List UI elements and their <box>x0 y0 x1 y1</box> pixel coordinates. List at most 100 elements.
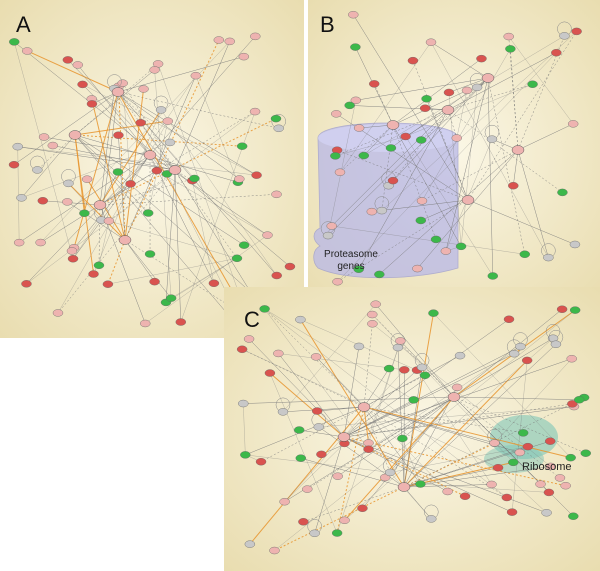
network-node <box>353 342 365 351</box>
network-edge <box>368 340 401 444</box>
network-node <box>527 80 538 88</box>
network-edge <box>21 142 171 199</box>
network-edge <box>278 353 405 371</box>
network-edge <box>243 403 246 455</box>
network-node <box>273 124 284 133</box>
network-edge <box>122 83 131 184</box>
network-edge <box>349 105 449 111</box>
network-edge <box>456 90 468 139</box>
network-node <box>81 175 93 183</box>
network-edge <box>331 225 525 255</box>
network-node <box>367 310 378 319</box>
network-node <box>311 407 323 415</box>
network-node <box>22 47 33 55</box>
network-node <box>385 144 397 152</box>
network-node <box>535 480 546 488</box>
network-edge <box>68 183 126 241</box>
network-node <box>66 247 78 255</box>
network-edge <box>37 134 76 171</box>
network-node <box>236 142 248 150</box>
network-node <box>353 124 365 132</box>
network-edge <box>343 436 566 487</box>
network-node <box>571 27 582 36</box>
network-edge <box>99 118 277 206</box>
network-edge <box>157 63 248 317</box>
network-node <box>234 175 245 183</box>
network-node <box>521 356 533 365</box>
network-edge <box>122 83 176 171</box>
network-edge <box>21 134 76 198</box>
network-edge <box>124 88 145 241</box>
hub-node <box>68 130 82 140</box>
network-edge <box>108 169 176 222</box>
network-node <box>443 88 455 97</box>
network-node <box>135 119 146 127</box>
network-edge <box>392 124 462 247</box>
network-edge <box>57 169 176 314</box>
network-node <box>567 120 579 128</box>
network-node <box>486 480 497 489</box>
ribosome-label: Ribosome <box>522 461 572 473</box>
network-node <box>501 493 513 502</box>
network-edge <box>72 154 151 259</box>
network-node <box>313 423 324 431</box>
network-node <box>350 96 362 105</box>
proteasome-cylinder-top <box>318 124 458 152</box>
network-edge <box>355 77 489 101</box>
network-node <box>554 474 566 482</box>
network-node <box>454 351 466 360</box>
network-node <box>505 45 516 53</box>
network-edge <box>315 356 365 408</box>
network-node <box>262 231 273 239</box>
network-edge <box>117 91 279 129</box>
network-node <box>231 254 243 263</box>
network-node <box>238 399 249 408</box>
network-edge <box>160 109 277 276</box>
network-node <box>47 141 59 150</box>
network-edge <box>445 77 489 252</box>
network-node <box>142 209 154 217</box>
network-node <box>358 151 369 160</box>
network-node <box>399 366 410 374</box>
network-node <box>353 265 364 273</box>
network-edge <box>335 136 406 157</box>
network-edge <box>343 346 521 438</box>
network-edge <box>118 86 126 241</box>
network-node <box>9 38 20 46</box>
network-edge <box>358 109 449 270</box>
network-node <box>331 529 343 537</box>
network-node <box>326 222 337 230</box>
network-node <box>21 280 32 288</box>
network-edge <box>510 48 519 151</box>
network-edge <box>447 109 457 139</box>
network-node <box>408 396 419 404</box>
network-node <box>568 512 579 520</box>
network-node <box>295 454 306 462</box>
network-node <box>574 396 585 404</box>
network-edge <box>269 372 338 534</box>
network-node <box>164 138 176 147</box>
network-node <box>442 487 453 496</box>
network-node <box>556 305 568 313</box>
network-edge <box>274 309 576 551</box>
network-edge <box>343 436 547 513</box>
network-edge <box>314 436 345 534</box>
network-node <box>376 206 388 215</box>
network-edge <box>114 88 195 179</box>
network-node <box>569 306 581 314</box>
network-edge <box>337 396 455 477</box>
network-edge <box>447 109 563 193</box>
network-node <box>476 54 487 63</box>
network-node <box>77 80 88 89</box>
network-node <box>273 349 284 358</box>
network-edge <box>74 69 155 136</box>
network-node <box>543 488 555 497</box>
network-node <box>566 355 577 363</box>
network-node <box>322 231 334 240</box>
network-edge <box>344 396 455 521</box>
network-edge <box>375 304 455 398</box>
network-node <box>416 363 428 372</box>
network-node <box>271 271 282 280</box>
network-node <box>151 166 163 175</box>
network-node <box>369 80 380 88</box>
